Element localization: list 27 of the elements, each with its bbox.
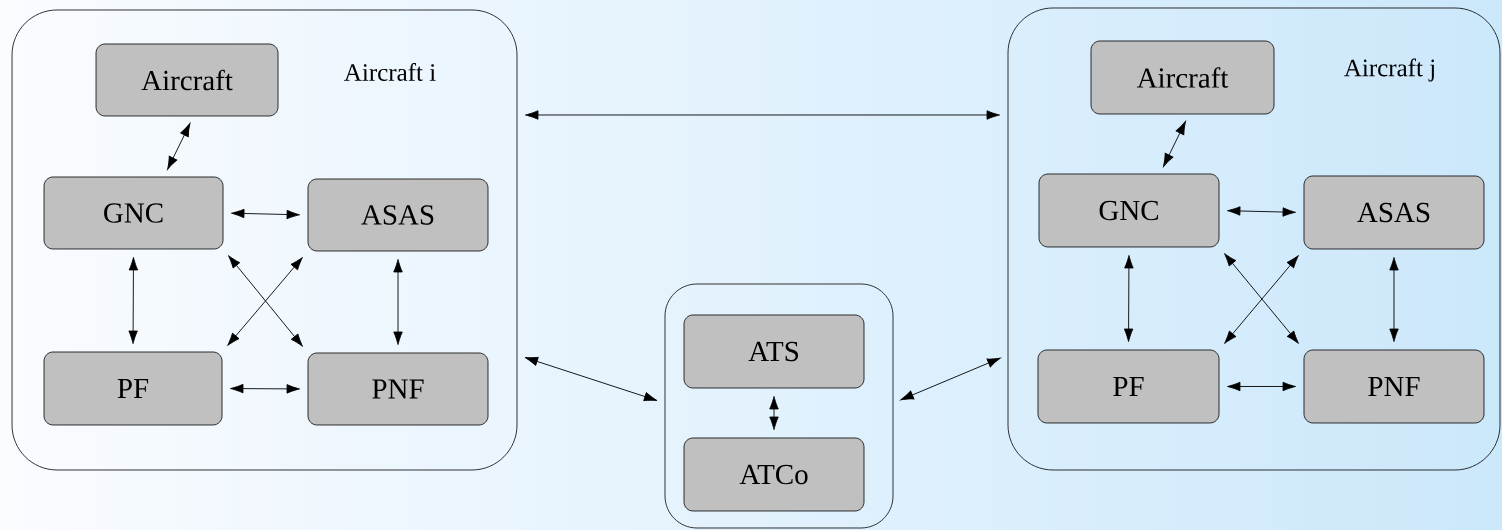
arrow xyxy=(1123,255,1134,342)
arrow xyxy=(900,357,1001,401)
arrow xyxy=(769,396,779,430)
process-box: Aircraft xyxy=(1090,40,1275,115)
process-box: Aircraft xyxy=(95,43,279,117)
process-box: PF xyxy=(43,351,223,426)
arrow xyxy=(524,356,658,402)
process-box: GNC xyxy=(43,176,224,250)
process-box: ASAS xyxy=(307,178,489,252)
arrow xyxy=(393,259,403,345)
process-box: PNF xyxy=(307,352,489,426)
arrow xyxy=(525,110,1000,120)
arrow xyxy=(1227,206,1296,217)
arrow xyxy=(1227,381,1296,392)
process-box: ATCo xyxy=(683,437,865,512)
arrow xyxy=(1389,257,1399,342)
process-box: ASAS xyxy=(1303,175,1485,250)
process-box: PF xyxy=(1037,349,1220,424)
arrow xyxy=(231,208,300,220)
arrow xyxy=(1163,121,1186,167)
process-box: PNF xyxy=(1303,349,1485,424)
group-box xyxy=(664,283,894,529)
arrow xyxy=(167,123,191,170)
process-box: ATS xyxy=(683,314,865,389)
arrow xyxy=(128,257,139,344)
arrow xyxy=(230,383,300,394)
process-box: GNC xyxy=(1038,173,1220,248)
